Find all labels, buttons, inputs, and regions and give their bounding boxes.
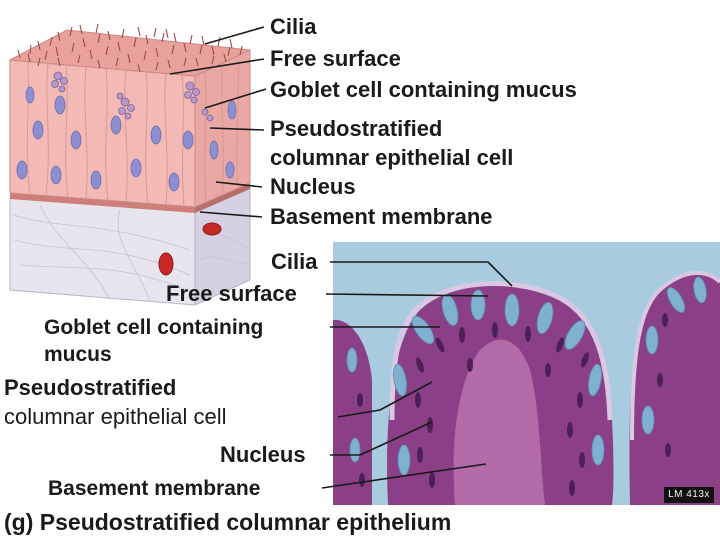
micro-label-pseudostratified: Pseudostratified — [4, 377, 176, 399]
label-cilia: Cilia — [270, 16, 316, 38]
label-pseudostratified: Pseudostratified — [270, 118, 442, 140]
micrograph-image — [333, 242, 720, 505]
micro-label-nucleus: Nucleus — [220, 444, 306, 466]
label-goblet-cell: Goblet cell containing mucus — [270, 79, 577, 101]
micro-label-cilia: Cilia — [271, 251, 317, 273]
figure-caption: (g) Pseudostratified columnar epithelium — [4, 511, 451, 533]
blood-vessel — [203, 223, 221, 235]
label-columnar-epithelial-cell: columnar epithelial cell — [270, 147, 513, 169]
micro-label-basement-membrane: Basement membrane — [48, 477, 260, 500]
label-nucleus: Nucleus — [270, 176, 356, 198]
micro-label-columnar-epithelial-cell: columnar epithelial cell — [4, 406, 227, 428]
caption-title: Pseudostratified columnar epithelium — [40, 509, 452, 535]
micro-label-free-surface: Free surface — [166, 283, 297, 305]
micro-label-mucus: mucus — [44, 343, 112, 366]
caption-letter: (g) — [4, 509, 33, 535]
magnification-badge: LM 413x — [664, 487, 714, 503]
micro-label-goblet-cell: Goblet cell containing — [44, 316, 263, 339]
label-free-surface: Free surface — [270, 48, 401, 70]
label-basement-membrane: Basement membrane — [270, 206, 493, 228]
tissue-block-illustration — [10, 24, 250, 305]
blood-vessel — [159, 253, 173, 275]
